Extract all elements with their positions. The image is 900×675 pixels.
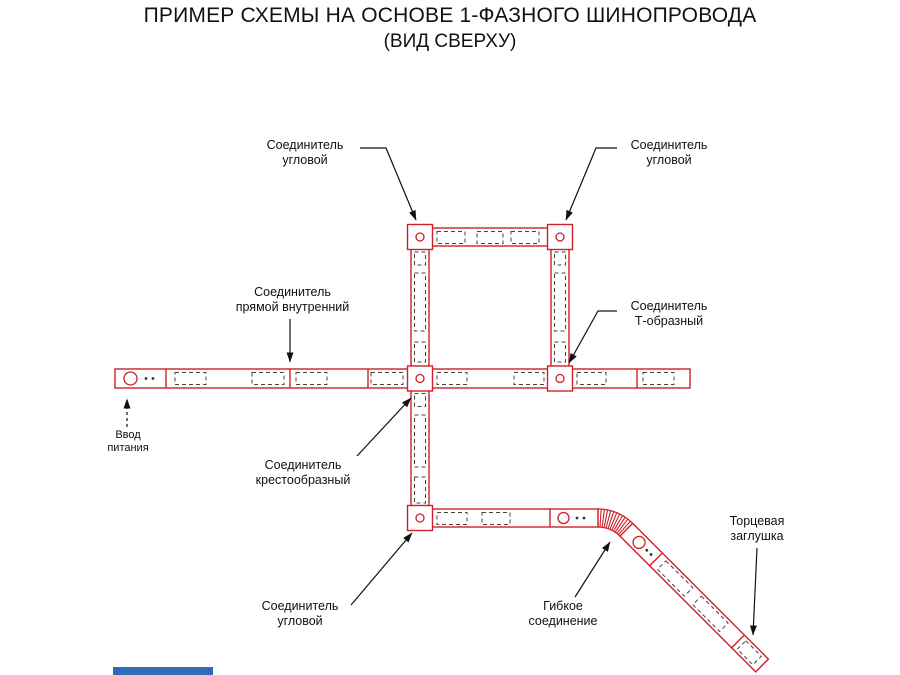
cross-connector-label: Соединитель крестообразный: [255, 458, 351, 487]
left-vertical-track: [410, 236, 430, 379]
right-vertical-track: [550, 236, 570, 379]
t-shaped-label: Соединитель Т-образный: [630, 299, 708, 328]
main-track-dash-details: [165, 369, 675, 388]
lower-vertical-dash-details: [414, 393, 426, 504]
corner-top-right-label: Соединитель угловой: [630, 138, 708, 167]
arrow-to-cross-connector: [356, 397, 412, 457]
bottom-blue-bar: [113, 667, 213, 675]
arrow-to-corner-bottom: [350, 532, 413, 606]
annotation-arrows: [123, 147, 758, 636]
corner-connector-bottom: [406, 504, 434, 532]
corner-connector-top-left: [406, 223, 434, 251]
power-input-label: Ввод питания: [107, 429, 149, 454]
diagonal-track: [618, 522, 770, 673]
power-input-end: [123, 371, 155, 386]
arrow-to-flexible: [574, 541, 611, 598]
straight-internal-label: Соединитель прямой внутренний: [235, 285, 350, 314]
lower-vertical-track: [410, 377, 430, 519]
flexible-label: Гибкое соединение: [528, 599, 598, 628]
power-input-circle: [123, 371, 138, 386]
corner-connector-top-right: [546, 223, 574, 251]
corner-bottom-label: Соединитель угловой: [261, 599, 339, 628]
bottom-horizontal-track: [419, 508, 599, 528]
diagram-title: ПРИМЕР СХЕМЫ НА ОСНОВЕ 1-ФАЗНОГО ШИНОПРО…: [143, 4, 757, 27]
cross-connector: [406, 365, 434, 392]
t-connector: [546, 365, 574, 392]
diagram-subtitle: (ВИД СВЕРХУ): [383, 31, 517, 52]
arrow-to-corner-top-left: [360, 147, 417, 221]
left-vertical-dash-details: [414, 251, 426, 363]
top-track-dash-details: [436, 231, 540, 244]
corner-top-left-label: Соединитель угловой: [266, 138, 344, 167]
bottom-track-dash-details: [436, 509, 586, 527]
arrow-to-corner-top-right: [565, 147, 617, 221]
right-vertical-dash-details: [554, 251, 566, 363]
busbar-tracks: [114, 227, 691, 528]
connector-blocks: [406, 223, 574, 532]
end-cap-label: Торцевая заглушка: [729, 514, 785, 543]
arrow-to-end-cap: [749, 547, 758, 636]
arrow-to-t-connector: [568, 310, 617, 364]
